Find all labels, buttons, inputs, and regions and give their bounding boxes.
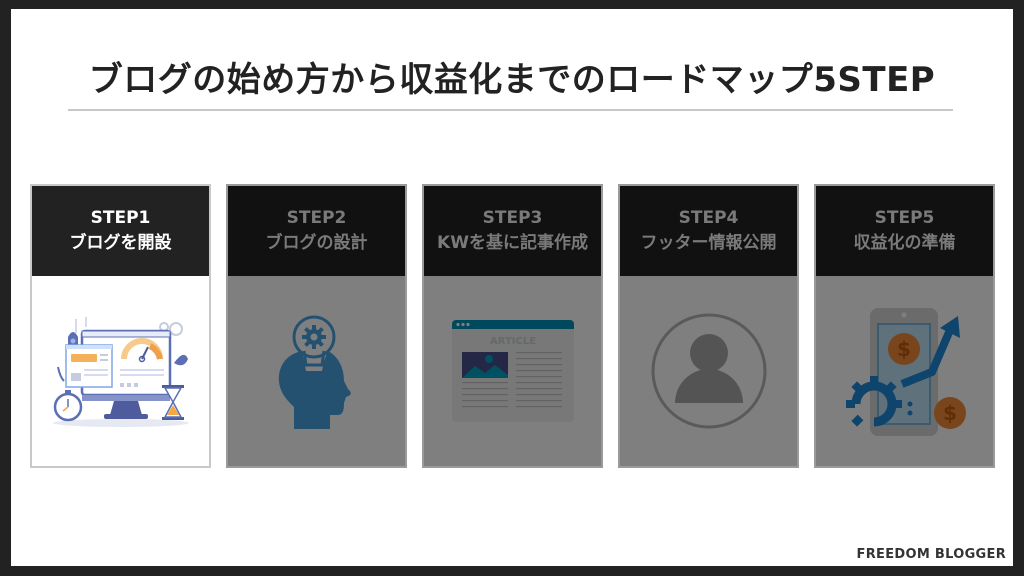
svg-text:$: $ (897, 337, 911, 361)
step-card-body: ARTICLE (424, 276, 601, 466)
step-card-header: STEP1 ブログを開設 (32, 186, 209, 276)
article-label: ARTICLE (489, 336, 535, 347)
page-title: ブログの始め方から収益化までのロードマップ5STEP (88, 60, 936, 100)
user-profile-icon (651, 313, 766, 429)
step-card-3[interactable]: STEP3 KWを基に記事作成 ARTICLE (422, 184, 603, 468)
step-number: STEP4 (678, 208, 739, 228)
step-number: STEP3 (482, 208, 543, 228)
step-card-body: $ $ (816, 276, 993, 466)
step-card-4[interactable]: STEP4 フッター情報公開 (618, 184, 799, 468)
step-card-header: STEP5 収益化の準備 (816, 186, 993, 276)
step-card-body (620, 276, 797, 466)
website-setup-illustration (52, 317, 189, 427)
step-label: ブログを開設 (69, 233, 172, 253)
step-card-header: STEP3 KWを基に記事作成 (424, 186, 601, 276)
step-number: STEP2 (286, 208, 347, 228)
step-label: フッター情報公開 (640, 233, 777, 253)
step-label: 収益化の準備 (853, 233, 956, 253)
step-card-header: STEP2 ブログの設計 (228, 186, 405, 276)
step-card-body (228, 276, 405, 466)
brand-logo: FREEDOM BLOGGER (856, 547, 1006, 562)
step-card-1[interactable]: STEP1 ブログを開設 (30, 184, 211, 468)
svg-text:$: $ (943, 401, 957, 425)
title-divider (68, 109, 953, 111)
step-card-2[interactable]: STEP2 ブログの設計 (226, 184, 407, 468)
step-label: ブログの設計 (265, 233, 368, 253)
step-card-body (32, 276, 209, 466)
monetization-phone-icon: $ $ (845, 308, 966, 436)
article-page-icon: ARTICLE (451, 320, 574, 422)
head-lightbulb-gear-icon (278, 315, 351, 429)
step-number: STEP1 (90, 208, 151, 228)
step-label: KWを基に記事作成 (437, 233, 588, 253)
step-card-header: STEP4 フッター情報公開 (620, 186, 797, 276)
step-number: STEP5 (874, 208, 935, 228)
step-card-5[interactable]: STEP5 収益化の準備 $ $ (814, 184, 995, 468)
